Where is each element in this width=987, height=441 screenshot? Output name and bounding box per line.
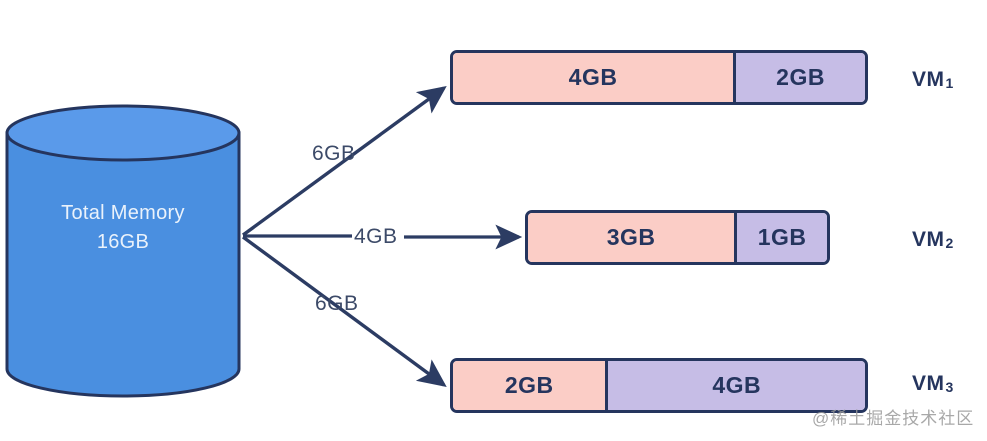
vm3-label-index: 3 [945, 379, 954, 395]
vm3-segment-used: 2GB [453, 361, 606, 410]
vm1-memory-bar: 4GB 2GB [450, 50, 868, 105]
vm1-segment-free: 2GB [733, 53, 865, 102]
vm2-label-index: 2 [945, 235, 954, 251]
vm3-segment-free: 4GB [605, 361, 865, 410]
vm1-label-index: 1 [945, 75, 954, 91]
flow-label-2: 4GB [352, 225, 400, 249]
vm1-label-text: VM [912, 68, 945, 91]
vm2-label-text: VM [912, 228, 945, 251]
total-memory-cylinder: Total Memory 16GB [4, 103, 242, 399]
vm2-segment-free: 1GB [734, 213, 827, 262]
vm3-label-text: VM [912, 372, 945, 395]
vm1-label: VM1 [912, 68, 953, 92]
vm2-label: VM2 [912, 228, 953, 252]
cylinder-shape [5, 104, 241, 398]
vm2-segment-used: 3GB [528, 213, 735, 262]
vm3-memory-bar: 2GB 4GB [450, 358, 868, 413]
vm3-label: VM3 [912, 372, 953, 396]
vm2-memory-bar: 3GB 1GB [525, 210, 830, 265]
flow-label-1: 6GB [312, 142, 356, 165]
vm1-segment-used: 4GB [453, 53, 734, 102]
flow-label-3: 6GB [315, 292, 359, 315]
watermark: @稀土掘金技术社区 [812, 409, 975, 428]
